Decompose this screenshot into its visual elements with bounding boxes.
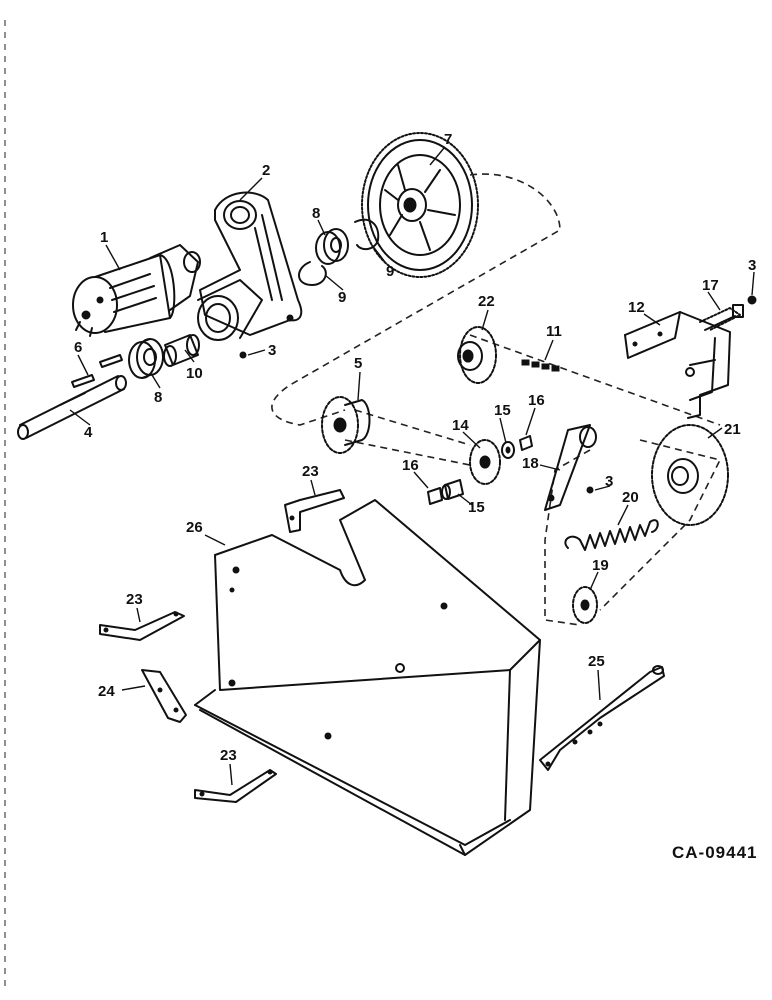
- callout-25: 25: [588, 653, 605, 670]
- callout-23: 23: [220, 747, 237, 764]
- drive-bracket: [197, 191, 303, 341]
- drive-shaft: [17, 375, 127, 440]
- bearing-upper: [315, 228, 349, 265]
- callout-21: 21: [724, 421, 741, 438]
- callout-15: 15: [494, 402, 511, 419]
- bearing-left: [128, 338, 164, 379]
- callout-23: 23: [302, 463, 319, 480]
- chain-shield: [194, 499, 541, 856]
- callout-3: 3: [748, 257, 756, 274]
- nut-top-right: [747, 295, 757, 305]
- sprocket-21: [651, 424, 729, 526]
- callout-12: 12: [628, 299, 645, 316]
- callout-14: 14: [452, 417, 469, 434]
- shaft-keys: [71, 354, 123, 388]
- bolt: [699, 304, 744, 331]
- large-gear: [361, 132, 479, 278]
- callout-4: 4: [84, 424, 93, 441]
- callout-9: 9: [386, 263, 394, 280]
- bracket-23-top: [284, 489, 345, 533]
- callout-3: 3: [268, 342, 276, 359]
- callout-24: 24: [98, 683, 115, 700]
- callout-10: 10: [186, 365, 203, 382]
- callout-2: 2: [262, 162, 270, 179]
- spacer-16-upper: [519, 435, 533, 451]
- sprocket-19: [572, 586, 598, 624]
- brace-25: [539, 665, 665, 771]
- nut-bracket: [239, 351, 247, 359]
- callout-16: 16: [402, 457, 419, 474]
- callout-22: 22: [478, 293, 495, 310]
- sprocket-22: [457, 326, 497, 384]
- figure-id: CA-09441: [672, 843, 758, 862]
- callout-9: 9: [338, 289, 346, 306]
- bracket-23-left: [99, 611, 185, 641]
- idler-arm: [544, 424, 597, 511]
- callout-20: 20: [622, 489, 639, 506]
- spacer-15-upper: [501, 441, 515, 459]
- callout-18: 18: [522, 455, 539, 472]
- bushing: [163, 334, 200, 367]
- chain-lower-loop: [344, 334, 721, 466]
- callout-8: 8: [154, 389, 162, 406]
- spacer-15-lower: [441, 479, 464, 500]
- callout-26: 26: [186, 519, 203, 536]
- starter-motor: [72, 244, 201, 337]
- chain-upper: [271, 173, 561, 426]
- spacer-16-lower: [427, 487, 443, 505]
- chain-lower: [544, 439, 722, 626]
- bracket-24: [141, 669, 187, 723]
- callout-3: 3: [605, 473, 613, 490]
- callout-23: 23: [126, 591, 143, 608]
- roller-chain: [521, 359, 560, 372]
- callout-17: 17: [702, 277, 719, 294]
- callout-1: 1: [100, 229, 108, 246]
- tension-spring: [564, 519, 659, 551]
- bracket-23-bottom: [194, 769, 277, 803]
- callout-16: 16: [528, 392, 545, 409]
- snap-ring-left: [298, 261, 327, 286]
- callout-6: 6: [74, 339, 82, 356]
- leader-lines: [69, 147, 755, 786]
- callout-7: 7: [444, 131, 452, 148]
- callout-15: 15: [468, 499, 485, 516]
- mounting-bracket: [624, 311, 731, 419]
- sprocket-5: [321, 396, 371, 454]
- snap-ring-right: [354, 218, 380, 251]
- callout-5: 5: [354, 355, 362, 372]
- callout-8: 8: [312, 205, 320, 222]
- sprocket-14: [469, 439, 501, 485]
- nut-idler: [586, 486, 594, 494]
- callout-11: 11: [546, 323, 562, 340]
- callout-19: 19: [592, 557, 609, 574]
